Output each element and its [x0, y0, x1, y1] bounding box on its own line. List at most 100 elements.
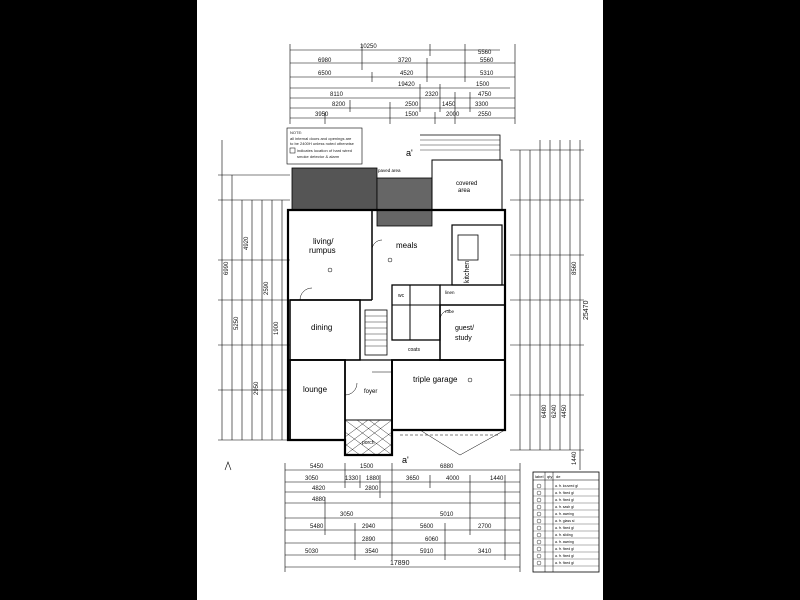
schedule-header-desc: de — [556, 474, 561, 479]
bottom-dimension-lines — [284, 463, 521, 572]
room-study: study — [455, 335, 472, 342]
top-dim-5c: 4750 — [478, 92, 492, 98]
top-dim-4: 19420 — [398, 82, 415, 88]
top-dim-6a: 8200 — [332, 102, 346, 108]
top-dim-5a: 8110 — [330, 92, 344, 98]
bottom-dim-1c: 6880 — [440, 464, 454, 470]
room-foyer: foyer — [364, 389, 377, 395]
room-triple-garage: triple garage — [413, 375, 458, 384]
general-note: NOTE: all internal doors and openings ar… — [286, 127, 363, 165]
top-dim-7d: 2550 — [478, 112, 492, 118]
schedule-row-text: a. fr. fixed gl — [555, 491, 574, 495]
room-rumpus: rumpus — [309, 246, 336, 255]
bottom-dim-3b: 2800 — [365, 486, 379, 492]
schedule-row-marker — [536, 532, 542, 538]
bottom-dim-total: 17890 — [390, 560, 410, 567]
room-robe: robe — [445, 309, 455, 314]
top-dim-5b: 2320 — [425, 92, 439, 98]
bottom-dim-3a: 4820 — [312, 486, 326, 492]
room-guest: guest/ — [455, 325, 474, 332]
left-dim-c: 4920 — [244, 236, 250, 250]
bottom-dim-2b: 1330 — [345, 476, 359, 482]
top-dimension-lines — [289, 44, 516, 124]
bottom-dim-7b: 6060 — [425, 537, 439, 543]
schedule-row-marker — [536, 553, 542, 559]
schedule-row-marker — [536, 518, 542, 524]
bottom-dim-8b: 3540 — [365, 549, 379, 555]
schedule-header-qty: qty — [547, 474, 552, 479]
schedule-row-marker — [536, 483, 542, 489]
top-dim-3b: 4520 — [400, 71, 414, 77]
note-line-3: indicates location of hard wired — [297, 148, 352, 153]
top-dim-7c: 2000 — [446, 112, 460, 118]
left-dimension-lines — [218, 140, 290, 441]
bottom-dim-4: 4880 — [312, 497, 326, 503]
room-coats: coats — [408, 347, 420, 353]
bottom-dimension-labels: 5450 1500 6880 3050 1330 1880 3650 4000 … — [305, 464, 504, 567]
right-dimension-labels: 25470 8560 6480 6240 4450 1440 — [542, 261, 590, 465]
top-dimension-labels: 10250 5560 6980 3720 5560 6500 4520 5310… — [315, 44, 494, 118]
schedule-row-marker — [536, 497, 542, 503]
schedule-row-text: a. fr. glass sl — [555, 519, 575, 523]
room-paved-area: paved area — [378, 168, 401, 173]
schedule-row-text: a. fr. fixed gl — [555, 554, 574, 558]
schedule-row-marker — [536, 511, 542, 517]
room-wc: wc — [398, 293, 405, 299]
schedule-row-marker — [536, 490, 542, 496]
right-dim-e: 1440 — [572, 451, 578, 465]
schedule-header-label: label — [535, 474, 544, 479]
left-dim-e: 2590 — [264, 281, 270, 295]
right-dim-a: 8560 — [572, 261, 578, 275]
bottom-dim-1b: 1500 — [360, 464, 374, 470]
bottom-dim-2f: 1440 — [490, 476, 504, 482]
smoke-detector-icon — [289, 147, 296, 154]
top-dim-4b: 1500 — [476, 82, 490, 88]
bottom-dim-2d: 3650 — [406, 476, 420, 482]
section-mark-bottom: a' — [402, 455, 409, 465]
right-dim-d: 4450 — [562, 404, 568, 418]
note-line-1: all internal doors and openings are — [290, 136, 352, 141]
section-mark-top: a' — [406, 148, 413, 158]
room-dining: dining — [311, 323, 332, 332]
right-dim-total: 25470 — [583, 300, 590, 320]
schedule-row-marker — [536, 546, 542, 552]
schedule-row-text: a. fr. fixed gl — [555, 526, 574, 530]
top-dim-6d: 3300 — [475, 102, 489, 108]
note-line-2: to be 2400H unless noted otherwise — [290, 141, 355, 146]
bottom-dim-1a: 5450 — [310, 464, 324, 470]
plan-walls — [224, 134, 507, 471]
bottom-dim-8c: 5910 — [420, 549, 434, 555]
top-dim-6c: 1450 — [442, 102, 456, 108]
top-dim-3a: 6500 — [318, 71, 332, 77]
room-living: living/ — [313, 237, 334, 246]
bottom-dim-6c: 5600 — [420, 524, 434, 530]
room-linen: linen — [445, 290, 455, 295]
room-porch: porch — [362, 440, 375, 446]
room-meals: meals — [396, 241, 417, 250]
right-dimension-lines — [510, 140, 584, 470]
schedule-row-text: a. fr. fixed gl — [555, 547, 574, 551]
bottom-dim-5a: 3050 — [340, 512, 354, 518]
room-covered: covered — [456, 181, 477, 187]
bottom-dim-2c: 1880 — [366, 476, 380, 482]
bottom-dim-7a: 2890 — [362, 537, 376, 543]
top-dim-7b: 1500 — [405, 112, 419, 118]
top-dim-3c: 5310 — [480, 71, 494, 77]
bottom-dim-5b: 5010 — [440, 512, 454, 518]
top-dim-2c: 5560 — [480, 58, 494, 64]
left-dimension-labels: 6990 5250 4920 2950 2590 1900 — [224, 236, 280, 395]
left-dim-d: 2950 — [254, 381, 260, 395]
schedule-rows: a. fr. louvred gla. fr. fixed gla. fr. f… — [533, 483, 599, 567]
bottom-dim-8a: 5030 — [305, 549, 319, 555]
paved-area — [291, 167, 378, 211]
schedule-row-text: a. fr. fixed gl — [555, 498, 574, 502]
schedule-row-text: a. fr. awning — [555, 512, 574, 516]
room-labels: living/ rumpus meals kitchen dining loun… — [303, 148, 477, 465]
left-dim-a: 6990 — [224, 261, 230, 275]
bottom-dim-6a: 5480 — [310, 524, 324, 530]
top-dim-1: 10250 — [360, 44, 377, 50]
schedule-row-text: a. fr. sash gl — [555, 505, 574, 509]
bottom-dim-2e: 4000 — [446, 476, 460, 482]
schedule-row-marker — [536, 504, 542, 510]
